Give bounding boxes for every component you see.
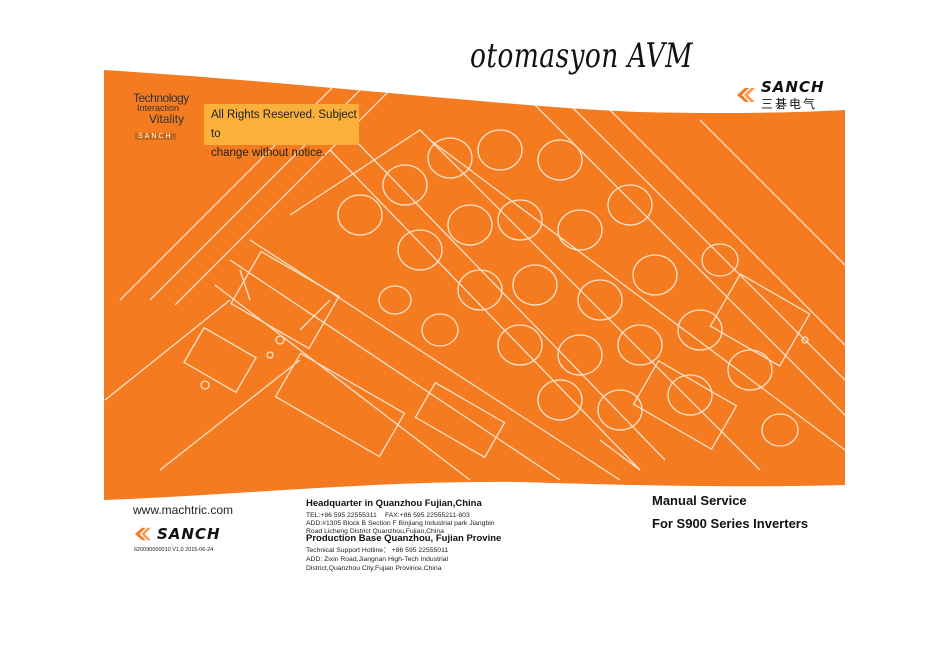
circuit-drawing (104, 70, 845, 481)
logo-word: SANCH (761, 78, 825, 96)
slogan-logo: Technology Interaction Vitality SANCH (133, 92, 189, 143)
doc-code: 620090000010 V1.0 2015-06-24 (134, 547, 214, 553)
sanch-logo-top: SANCH 三碁电气 (735, 78, 825, 112)
notice-line-2: change without notice. (211, 147, 326, 159)
slogan-interaction: Interaction (137, 103, 180, 113)
manual-title-line-1: Manual Service (652, 493, 747, 508)
handwritten-title: otomasyon AVM (470, 36, 693, 76)
logo-chinese: 三碁电气 (761, 97, 818, 111)
orange-band (104, 70, 845, 500)
headquarter-title: Headquarter in Quanzhou Fujian,China (306, 498, 482, 509)
logo-word-bottom: SANCH (157, 525, 221, 543)
sanch-mark-icon (135, 527, 151, 541)
production-title: Production Base Quanzhou, Fujian Provine (306, 533, 502, 544)
support-hotline: Technical Support Hotline： +86 595 22555… (306, 547, 449, 554)
hq-tel: TEL:+86 595 22555311 (306, 512, 377, 519)
slogan-vitality: Vitality (149, 112, 185, 126)
notice-line-1: All Rights Reserved. Subject to (211, 109, 357, 140)
rights-notice: All Rights Reserved. Subject to change w… (204, 104, 359, 159)
slogan-sanch: SANCH (135, 133, 176, 140)
hq-address-1: ADD:#1305 Block B Section F Binjiang Ind… (306, 520, 495, 527)
sanch-logo-bottom: SANCH (133, 525, 221, 543)
website-link[interactable]: www.machtric.com (133, 503, 234, 517)
slogan-technology: Technology (133, 91, 189, 105)
production-address-1: ADD: Zixin Road,Jiangnan High-Tech Indus… (306, 556, 449, 563)
manual-title-line-2: For S900 Series Inverters (652, 516, 809, 531)
hq-fax: FAX:+86 595 22555211-803 (385, 512, 470, 519)
sanch-mark-icon (737, 88, 755, 102)
production-address-2: District,Quanzhou City,Fujian Province,C… (306, 565, 442, 572)
hq-address-2: Road Licheng District Quanzhou,Fujian,Ch… (306, 528, 444, 535)
